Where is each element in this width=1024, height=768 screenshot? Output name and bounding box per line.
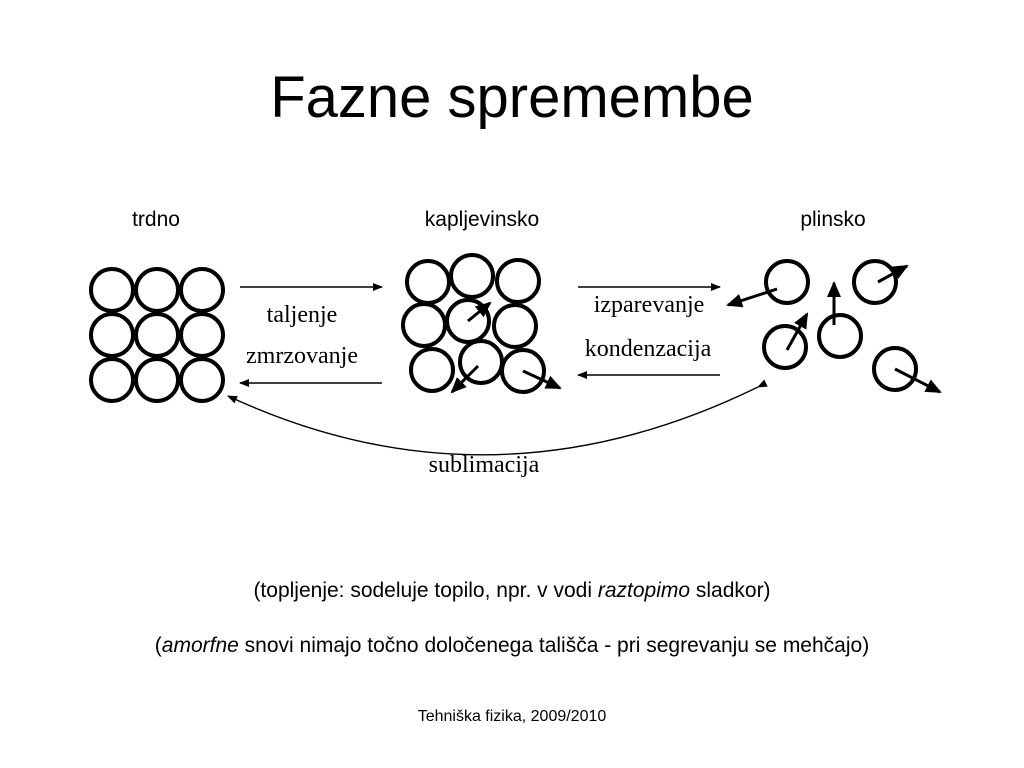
process-label-condensation: kondenzacija xyxy=(584,336,712,362)
gas-particles xyxy=(762,259,918,392)
gas-particle xyxy=(852,259,898,305)
solid-particle xyxy=(179,357,225,403)
process-label-melting: taljenje xyxy=(266,302,338,328)
solid-particle xyxy=(179,267,225,313)
note-amorphous: (amorfne snovi nimajo točno določenega t… xyxy=(0,632,1024,660)
liquid-particle xyxy=(445,298,491,344)
note-amorphous-prefix: ( xyxy=(154,634,162,657)
process-label-freezing: zmrzovanje xyxy=(246,343,358,369)
solid-particle xyxy=(89,267,135,313)
note-dissolving-suffix: sladkor) xyxy=(690,579,771,602)
page-title: Fazne spremembe xyxy=(270,65,754,130)
footer: Tehniška fizika, 2009/2010 xyxy=(417,708,607,725)
velocity-arrow xyxy=(450,364,480,394)
sublimation-arrow xyxy=(227,379,768,456)
velocity-arrow xyxy=(726,287,778,308)
note-dissolving-italic: raztopimo xyxy=(597,579,691,602)
velocity-arrow xyxy=(467,301,492,323)
process-arrows xyxy=(227,283,768,456)
gas-velocity-arrows xyxy=(726,264,942,394)
gas-particle xyxy=(817,313,863,359)
solid-particle xyxy=(134,312,180,358)
note-amorphous-suffix: snovi nimajo točno določenega tališča - … xyxy=(238,634,870,657)
state-label-liquid: kapljevinsko xyxy=(424,208,540,231)
process-label-sublimation: sublimacija xyxy=(428,452,540,478)
liquid-particle xyxy=(492,303,538,349)
liquid-particle xyxy=(401,302,447,348)
solid-particle xyxy=(89,357,135,403)
solid-particle xyxy=(134,357,180,403)
gas-particle xyxy=(762,324,808,370)
process-label-evaporation: izparevanje xyxy=(593,292,705,318)
solid-particle xyxy=(89,312,135,358)
velocity-arrow xyxy=(894,367,942,394)
liquid-particle xyxy=(495,258,541,304)
note-dissolving-prefix: (topljenje: sodeluje topilo, npr. v vodi xyxy=(253,579,598,602)
state-label-gas: plinsko xyxy=(800,208,866,231)
note-amorphous-italic: amorfne xyxy=(161,634,239,657)
velocity-arrow xyxy=(522,369,562,390)
liquid-particle xyxy=(405,259,451,305)
note-dissolving: (topljenje: sodeluje topilo, npr. v vodi… xyxy=(0,577,1024,605)
solid-particle xyxy=(179,312,225,358)
gas-particle xyxy=(764,259,810,305)
velocity-arrow xyxy=(785,312,809,351)
velocity-arrow xyxy=(877,264,909,284)
state-label-solid: trdno xyxy=(132,208,180,231)
solid-particle xyxy=(134,267,180,313)
liquid-particle xyxy=(449,253,495,299)
gas-particle xyxy=(872,346,918,392)
liquid-particle xyxy=(409,347,455,393)
solid-particles xyxy=(89,267,225,403)
liquid-particles xyxy=(401,253,546,394)
